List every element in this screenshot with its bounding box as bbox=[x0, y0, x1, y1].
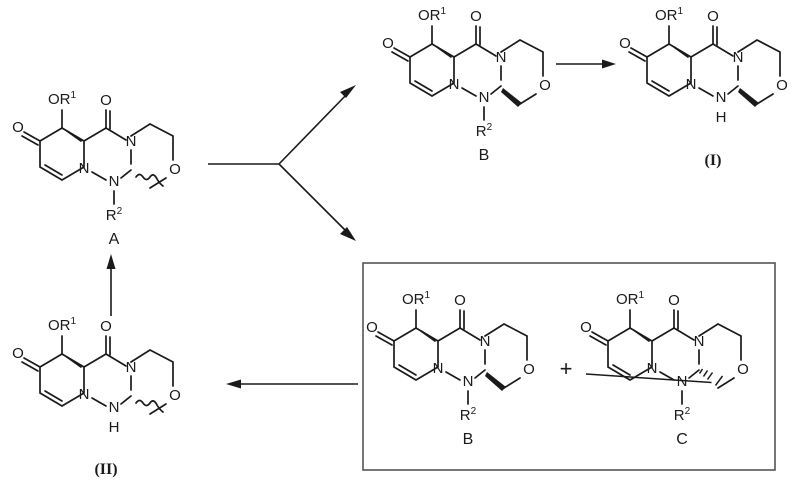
ring-nitrogen-1-B-box: N bbox=[433, 360, 444, 377]
ring-nitrogen-2-C-box: N bbox=[694, 333, 705, 350]
ring-nitrogen-3-B-top: N bbox=[479, 89, 490, 106]
or1-label-B-box: OR1 bbox=[402, 290, 431, 308]
ring-nitrogen-1-II: N bbox=[79, 386, 90, 403]
ketone-oxygen-II: O bbox=[12, 345, 24, 362]
ring-nitrogen-2-II: N bbox=[126, 359, 137, 376]
hash-stereobond-C-box bbox=[585, 368, 724, 386]
r2-label-B-top: R2 bbox=[476, 122, 493, 140]
ring-nitrogen-2-B-top: N bbox=[496, 49, 507, 66]
morpholine-oxygen-I: O bbox=[776, 77, 788, 94]
ketone-oxygen-C-box: O bbox=[580, 319, 592, 336]
plus-operator: + bbox=[560, 356, 573, 381]
carbonyl-oxygen-A: O bbox=[100, 92, 112, 109]
ring-nitrogen-3-B-box: N bbox=[463, 373, 474, 390]
arrow-head-II-to-A bbox=[106, 254, 116, 269]
structure-I: O OR1 N O N N H O (I) bbox=[619, 6, 788, 169]
nh-nitrogen-II: N bbox=[109, 399, 120, 416]
structure-label-B-top: B bbox=[479, 147, 490, 164]
arrow-box-to-II bbox=[226, 379, 358, 389]
structure-II: O OR1 N O N N H O (II) bbox=[12, 316, 181, 478]
carbonyl-oxygen-B-top: O bbox=[470, 8, 482, 25]
ring-nitrogen-1-A: N bbox=[79, 160, 90, 177]
structure-B-box: O OR1 N O N N R2 O B bbox=[366, 290, 535, 448]
ketone-oxygen-I: O bbox=[619, 35, 631, 52]
carbonyl-oxygen-II: O bbox=[100, 318, 112, 335]
or1-label-C-box: OR1 bbox=[616, 290, 645, 308]
ketone-oxygen-B-top: O bbox=[382, 35, 394, 52]
branching-arrow-from-A bbox=[208, 85, 356, 241]
r2-label-A: R2 bbox=[106, 206, 123, 224]
ring-nitrogen-1-C-box: N bbox=[647, 360, 658, 377]
or1-label-B-top: OR1 bbox=[418, 6, 447, 24]
wedge-stereobond-B-top bbox=[501, 88, 522, 107]
structure-label-II: (II) bbox=[94, 461, 117, 478]
structure-B-top: O OR1 N O N N R2 O B bbox=[382, 6, 551, 164]
ring-nitrogen-1-B-top: N bbox=[449, 76, 460, 93]
nh-nitrogen-I: N bbox=[716, 89, 727, 106]
arrow-head-upper bbox=[340, 85, 356, 98]
r2-label-C-box: R2 bbox=[674, 406, 691, 424]
product-mixture-box bbox=[362, 262, 776, 471]
morpholine-oxygen-A: O bbox=[169, 161, 181, 178]
carbonyl-oxygen-B-box: O bbox=[454, 292, 466, 309]
nh-hydrogen-I: H bbox=[716, 109, 727, 126]
wavy-stereobond-A bbox=[135, 173, 164, 187]
r2-label-B-box: R2 bbox=[460, 406, 477, 424]
morpholine-oxygen-B-box: O bbox=[523, 361, 535, 378]
wedge-stereobond-I bbox=[738, 88, 759, 107]
ring-nitrogen-3-A: N bbox=[109, 173, 120, 190]
ketone-oxygen-B-box: O bbox=[366, 319, 378, 336]
ring-nitrogen-1-I: N bbox=[686, 76, 697, 93]
arrow-head-box-to-II bbox=[226, 379, 241, 389]
structure-label-I: (I) bbox=[705, 152, 722, 169]
morpholine-oxygen-B-top: O bbox=[539, 77, 551, 94]
arrow-head-B-to-I bbox=[602, 59, 616, 69]
wedge-stereobond-B-box bbox=[485, 372, 506, 391]
or1-label-II: OR1 bbox=[48, 316, 77, 334]
carbonyl-oxygen-C-box: O bbox=[668, 292, 680, 309]
ring-nitrogen-2-I: N bbox=[733, 49, 744, 66]
structure-label-C-box: C bbox=[676, 431, 688, 448]
morpholine-oxygen-C-box: O bbox=[737, 361, 749, 378]
arrow-head-lower bbox=[340, 227, 356, 241]
ring-nitrogen-2-B-box: N bbox=[480, 333, 491, 350]
ketone-oxygen-A: O bbox=[12, 119, 24, 136]
ring-nitrogen-2-A: N bbox=[126, 133, 137, 150]
wavy-stereobond-II bbox=[135, 399, 164, 413]
morpholine-oxygen-II: O bbox=[169, 387, 181, 404]
ring-nitrogen-3-C-box: N bbox=[677, 373, 688, 390]
nh-hydrogen-II: H bbox=[109, 419, 120, 436]
structure-label-A: A bbox=[109, 231, 120, 248]
or1-label-I: OR1 bbox=[655, 6, 684, 24]
arrow-II-to-A bbox=[106, 254, 116, 316]
carbonyl-oxygen-I: O bbox=[707, 8, 719, 25]
structure-label-B-box: B bbox=[463, 431, 474, 448]
arrow-B-to-I bbox=[556, 59, 616, 69]
or1-label-A: OR1 bbox=[48, 90, 77, 108]
structure-C-box: O OR1 N O N N R2 O C bbox=[580, 290, 749, 448]
structure-A: O OR1 N O N N R2 O A bbox=[12, 90, 181, 248]
